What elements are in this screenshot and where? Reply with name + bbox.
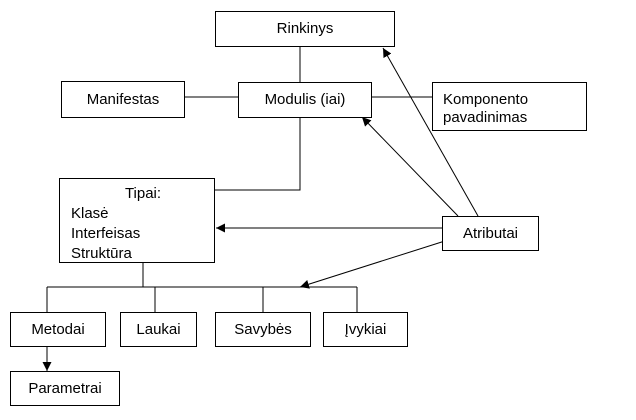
tipai-box: Tipai: Klasė Interfeisas Struktūra xyxy=(59,178,215,263)
komponento-label-line2: pavadinimas xyxy=(443,109,528,126)
tipai-item-interfeisas: Interfeisas xyxy=(71,225,141,242)
parametrai-box: Parametrai xyxy=(10,371,120,406)
arrow-atributai-tree xyxy=(299,239,449,289)
komponento-label-line1: Komponento xyxy=(443,91,529,108)
arrow-atributai-modulis xyxy=(361,116,459,217)
metodai-box: Metodai xyxy=(10,312,106,347)
tipai-item-struktura: Struktūra xyxy=(71,245,132,262)
parametrai-label: Parametrai xyxy=(28,379,102,397)
komponento-box: Komponento pavadinimas xyxy=(432,82,587,131)
atributai-box: Atributai xyxy=(442,216,539,251)
manifestas-box: Manifestas xyxy=(61,81,185,118)
rinkinys-box: Rinkinys xyxy=(215,11,395,47)
savybes-box: Savybės xyxy=(215,312,311,347)
rinkinys-label: Rinkinys xyxy=(276,20,334,37)
ivykiai-box: Įvykiai xyxy=(323,312,408,347)
modulis-box: Modulis (iai) xyxy=(238,82,372,118)
atributai-label: Atributai xyxy=(462,224,519,242)
manifestas-label: Manifestas xyxy=(86,90,160,108)
metodai-label: Metodai xyxy=(31,320,85,338)
laukai-label: Laukai xyxy=(136,320,181,338)
line-modulis-tipai xyxy=(215,117,301,191)
modulis-label: Modulis (iai) xyxy=(264,91,346,108)
arrow-atributai-rinkinys xyxy=(382,47,479,217)
savybes-label: Savybės xyxy=(234,320,292,338)
tipai-list: Klasė Interfeisas Struktūra xyxy=(60,205,214,263)
ivykiai-label: Įvykiai xyxy=(344,320,387,338)
tipai-title: Tipai: xyxy=(124,185,162,202)
tipai-item-klase: Klasė xyxy=(71,205,109,222)
laukai-box: Laukai xyxy=(120,312,197,347)
